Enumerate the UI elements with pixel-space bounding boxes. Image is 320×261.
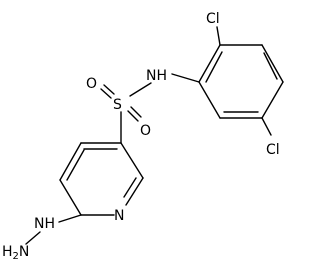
chlorine-atom-top: Cl xyxy=(206,11,220,27)
hydrazine-subscript: 2 xyxy=(13,251,19,261)
bond xyxy=(198,81,221,119)
nh-atom: NH xyxy=(146,68,167,84)
bond-c-cl-right xyxy=(261,117,272,136)
bond xyxy=(59,142,82,181)
bond-nh-s xyxy=(129,82,152,97)
bond-s-o-left xyxy=(103,84,115,95)
hydrazine-n-label: N xyxy=(19,244,29,260)
nitrogen-atom-ring: N xyxy=(114,208,124,224)
dichlorophenyl-ring xyxy=(198,44,284,119)
bond-nh-nh2 xyxy=(25,231,41,245)
bond xyxy=(125,177,144,206)
bond-s-o-bottom xyxy=(127,110,139,122)
pyridine-ring xyxy=(59,142,144,216)
sulfur-atom: S xyxy=(113,97,122,113)
bond-s-o-bottom xyxy=(130,106,142,118)
oxygen-atom-bottom: O xyxy=(140,123,151,139)
bond xyxy=(198,44,221,83)
bond-c-nh xyxy=(171,73,200,83)
bond xyxy=(261,81,284,119)
molecule-structure: Cl Cl NH S O O N NH H2N xyxy=(2,11,284,261)
hydrazine-nh2-atom: H2N xyxy=(2,244,29,261)
chlorine-atom-right: Cl xyxy=(266,142,280,158)
bond-c-nh-hydrazine xyxy=(58,214,82,223)
bond xyxy=(205,51,223,83)
bond xyxy=(59,179,82,216)
oxygen-atom-left: O xyxy=(86,76,97,92)
bond-s-o-left xyxy=(100,88,112,99)
bond xyxy=(66,149,85,181)
hydrazine-h-label: H xyxy=(2,244,13,260)
bond xyxy=(120,142,144,179)
bond-c-cl-top xyxy=(216,26,221,46)
hydrazine-nh-atom: NH xyxy=(34,216,55,232)
bond xyxy=(123,177,137,198)
bond xyxy=(261,44,284,83)
bond xyxy=(263,52,278,80)
